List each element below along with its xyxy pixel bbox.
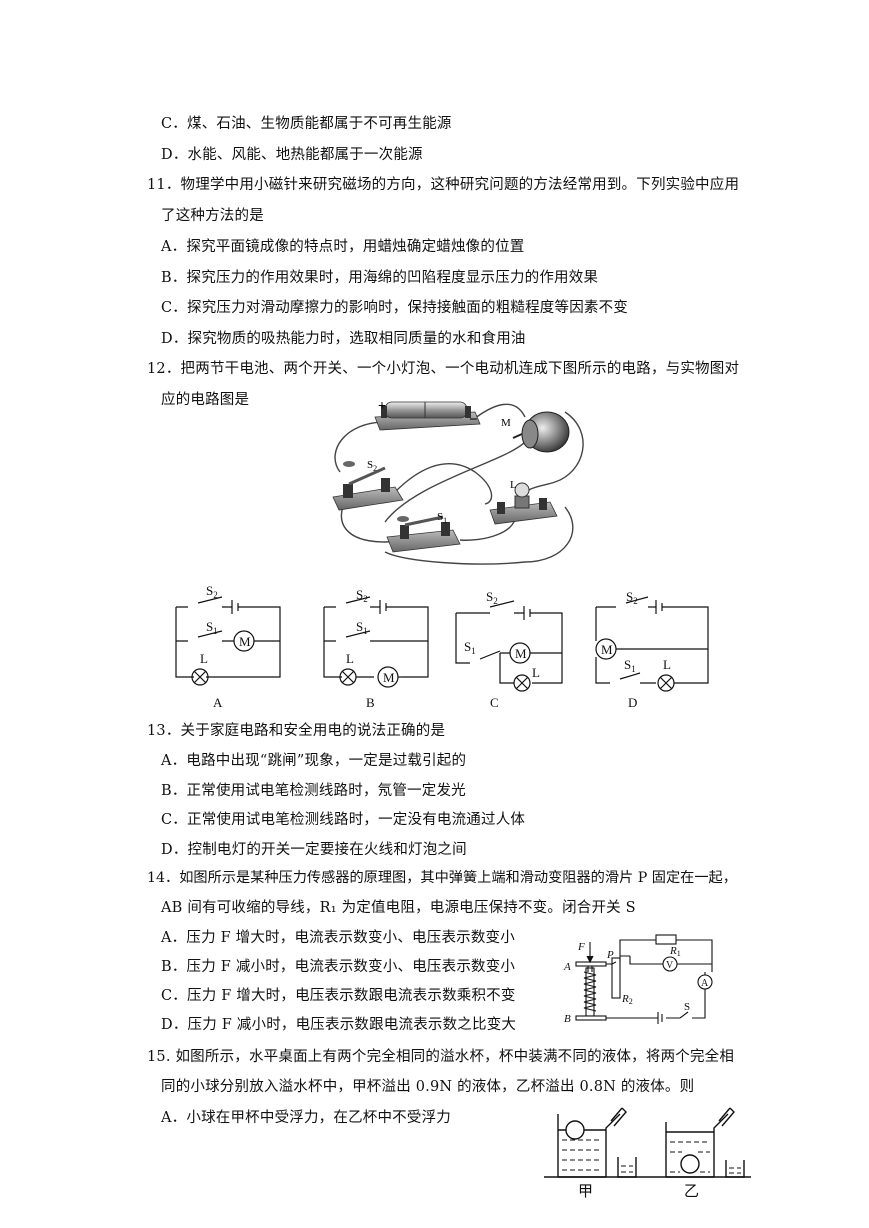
q15-overflow-cups-diagram: 甲 乙 [544,1107,751,1200]
motor-label: M [501,417,511,429]
q11-stem-line2: 了这种方法的是 [161,208,264,224]
circuit-c [455,600,563,692]
q11-stem-line1: 11．物理学中用小磁针来研究磁场的方向，这种研究问题的方法经常用到。下列实验中应… [147,177,740,193]
q15-stem-line2: 同的小球分别放入溢水杯中，甲杯溢出 0.9N 的液体，乙杯溢出 0.8N 的液体… [161,1079,695,1095]
q11-option-b: B．探究压力的作用效果时，用海绵的凹陷程度显示压力的作用效果 [161,270,599,286]
circuit-d-lamp-label: L [663,657,671,672]
q13-option-b: B．正常使用试电笔检测线路时，氖管一定发光 [161,783,466,799]
circuit-d [595,596,709,692]
q10-option-c: C．煤、石油、生物质能都属于不可再生能源 [161,116,452,132]
q10-option-d: D．水能、风能、地热能都属于一次能源 [161,147,423,163]
q12-stem-line2: 应的电路图是 [161,392,250,408]
q14-pressure-sensor-diagram: F A P R1 R2 B V A S [563,934,713,1025]
circuit-c-s1-label: S1 [464,639,476,656]
switch-s2 [332,461,404,511]
q15-label-jia: 甲 [578,1184,593,1200]
q14-label-a: A [563,961,571,973]
q14-option-d: D．压力 F 减小时，电压表示数跟电流表示数之比变大 [161,1017,517,1033]
circuit-a-s2-label: S2 [206,585,218,600]
circuit-a-s1-label: S1 [206,619,218,636]
switch-s1-label: S1 [437,511,447,525]
circuit-a-motor-label: M [239,634,251,649]
q11-option-c: C．探究压力对滑动摩擦力的影响时，保持接触面的粗糙程度等因素不变 [161,300,628,316]
motor [512,411,570,453]
circuit-d-caption: D [628,695,637,710]
battery-plus-label: + [378,399,386,414]
q13-option-d: D．控制电灯的开关一定要接在火线和灯泡之间 [161,842,467,858]
circuit-a [175,596,281,686]
q14-option-b: B．压力 F 减小时，电流表示数变小、电压表示数变小 [161,959,516,975]
circuit-b-motor-label: M [383,670,395,685]
q14-option-a: A．压力 F 增大时，电流表示数变小、电压表示数变小 [161,930,515,946]
circuit-b-s1-label: S1 [356,619,368,636]
circuit-a-caption: A [213,695,223,710]
battery-holder [374,401,481,431]
q14-label-b: B [564,1013,571,1025]
q14-label-r1: R1 [669,945,681,958]
circuit-d-s2-label: S2 [626,589,638,606]
circuit-b-caption: B [366,695,375,710]
q14-stem-line1: 14．如图所示是某种压力传感器的原理图，其中弹簧上端和滑动变阻器的滑片 P 固定… [147,870,737,886]
circuit-d-s1-label: S1 [624,657,636,674]
lamp [489,482,558,525]
battery-minus-label: − [469,412,478,428]
q13-stem: 13．关于家庭电路和安全用电的说法正确的是 [147,723,446,739]
q14-ammeter-label: A [701,978,709,989]
circuit-b [323,596,429,688]
q12-circuit-options: S2 S1 M L A S2 S1 L M B S2 S1 M L C S2 M… [175,585,709,710]
q14-label-r2: R2 [621,993,633,1006]
q14-label-p: P [606,949,614,961]
q13-option-c: C．正常使用试电笔检测线路时，一定没有电流通过人体 [161,812,526,828]
switch-s1 [386,515,461,553]
circuit-d-motor-label: M [601,642,613,657]
q15-label-yi: 乙 [684,1184,699,1200]
lamp-label: L [510,479,517,491]
q12-apparatus-photo: + − M S2 S1 L [332,399,584,565]
q14-stem-line2: AB 间有可收缩的导线，R₁ 为定值电阻，电源电压保持不变。闭合开关 S [161,900,636,916]
q14-switch-label: S [684,1001,690,1013]
circuit-c-caption: C [490,695,499,710]
q15-option-a: A．小球在甲杯中受浮力，在乙杯中不受浮力 [161,1110,451,1126]
q11-option-a: A．探究平面镜成像的特点时，用蜡烛确定蜡烛像的位置 [161,239,525,255]
circuit-b-lamp-label: L [346,651,354,666]
q11-option-d: D．探究物质的吸热能力时，选取相同质量的水和食用油 [161,331,526,347]
q15-stem-line1: 15. 如图所示，水平桌面上有两个完全相同的溢水杯，杯中装满不同的液体，将两个完… [147,1049,735,1065]
circuit-c-motor-label: M [515,646,527,661]
q13-option-a: A．电路中出现“跳闸”现象，一定是过载引起的 [161,753,467,769]
q14-option-c: C．压力 F 增大时，电压表示数跟电流表示数乘积不变 [161,988,516,1004]
circuit-b-s2-label: S2 [356,587,368,604]
circuit-a-lamp-label: L [200,651,208,666]
q12-stem-line1: 12．把两节干电池、两个开关、一个小灯泡、一个电动机连成下图所示的电路，与实物图… [147,361,740,377]
q14-voltmeter-label: V [666,960,674,971]
circuit-c-s2-label: S2 [486,589,498,606]
circuit-c-lamp-label: L [532,665,540,680]
q14-label-force: F [577,941,585,953]
switch-s2-label: S2 [367,459,377,473]
